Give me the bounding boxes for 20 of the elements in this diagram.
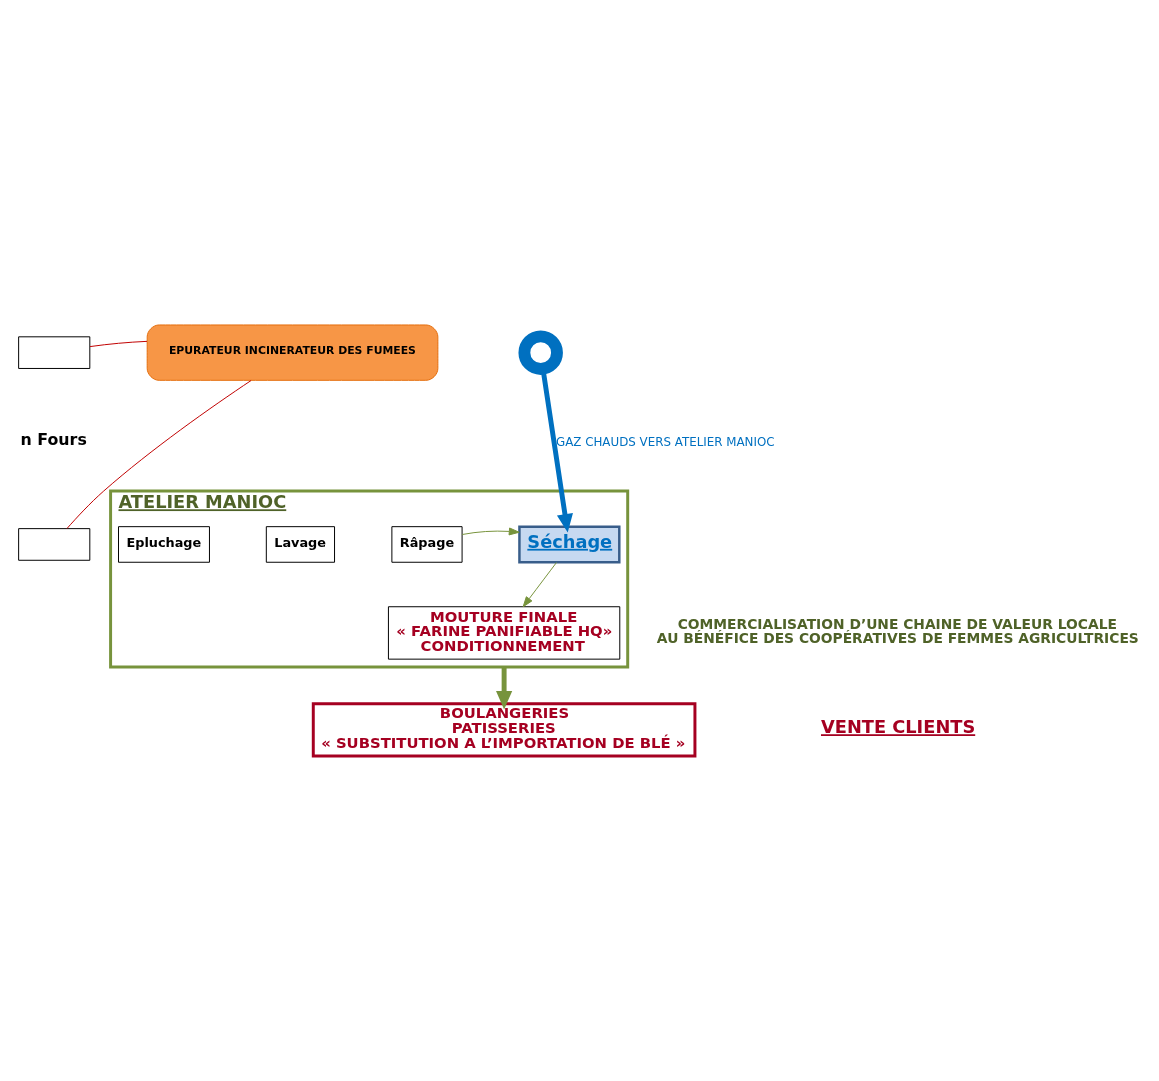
node-box: Séchage: [518, 525, 621, 564]
connector: [66, 380, 252, 530]
node-box: EPURATEUR INCINERATEUR DES FUMEES: [146, 324, 439, 381]
label: VENTE CLIENTS: [821, 716, 976, 738]
arrow: [540, 370, 573, 533]
node-circle: [518, 330, 563, 375]
label: COMMERCIALISATION D’UNE CHAINE DE VALEUR LOCALE AU BÉNÉFICE DES COOPÉRATIVES DE FEMMES AGRICULTRICES: [656, 616, 1139, 647]
arrow: [461, 527, 520, 536]
label: n Fours: [20, 430, 87, 450]
node-box: MOUTURE FINALE « FARINE PANIFIABLE HQ» CONDITIONNEMENT: [387, 606, 621, 660]
node-box: Lavage: [265, 526, 336, 563]
node-box: [18, 528, 91, 561]
arrow: [522, 562, 557, 608]
node-box: [18, 336, 91, 369]
connector: [89, 340, 148, 348]
node-box: Râpage: [391, 526, 463, 563]
node-box: BOULANGERIES PATISSERIES « SUBSTITUTION A L’IMPORTATION DE BLÉ »: [311, 702, 697, 758]
edge-label: GAZ CHAUDS VERS ATELIER MANIOC: [555, 434, 775, 449]
node-box: Epluchage: [118, 526, 210, 563]
arrow: [496, 667, 513, 710]
